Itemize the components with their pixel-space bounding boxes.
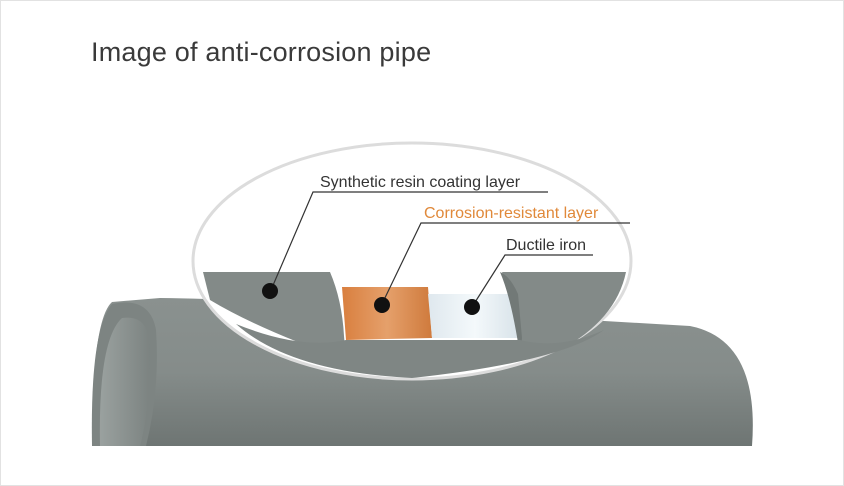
leader-ductile-iron [471, 254, 593, 308]
diagram-title: Image of anti-corrosion pipe [91, 37, 432, 67]
leader-lines [270, 191, 630, 308]
label-ductile-iron: Ductile iron [506, 237, 586, 254]
marker-synthetic-resin [262, 283, 278, 299]
label-corrosion-resistant: Corrosion-resistant layer [424, 205, 599, 222]
magnified-view [191, 141, 633, 381]
leader-corrosion-resistant [381, 222, 630, 305]
label-synthetic-resin: Synthetic resin coating layer [320, 174, 521, 191]
marker-corrosion-resistant [374, 297, 390, 313]
marker-ductile-iron [464, 299, 480, 315]
leader-synthetic-resin [270, 191, 548, 291]
